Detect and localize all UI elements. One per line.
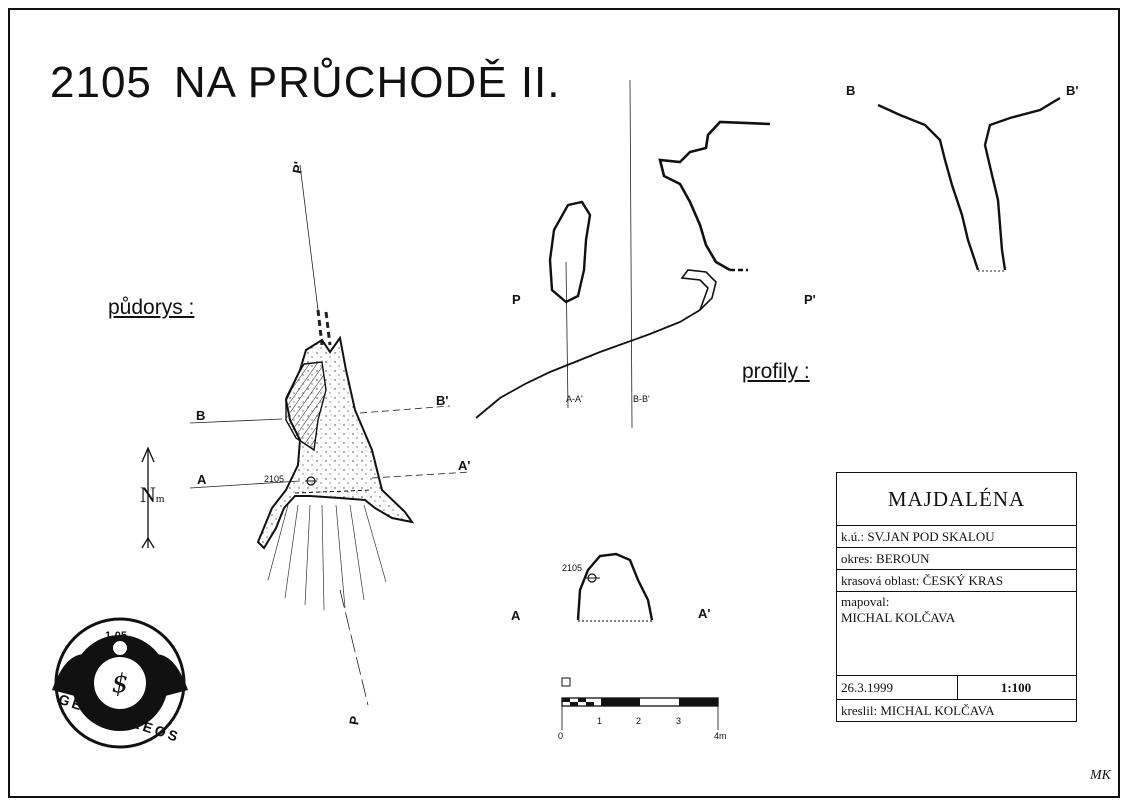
profile-a-prime: A' [698, 606, 711, 621]
profile-b-outline [877, 103, 980, 271]
plan-p-prime: P' [289, 160, 307, 175]
title-block: MAJDALÉNA k.ú.: SV.JAN POD SKALOU okres:… [836, 472, 1077, 722]
title-block-date: 26.3.1999 [841, 680, 893, 695]
plan-b: B [196, 408, 206, 423]
svg-text:$: $ [112, 669, 129, 699]
north-arrow [141, 446, 155, 549]
scale-bar [561, 677, 719, 730]
plan-a: A [197, 472, 207, 487]
title-block-mapped: mapoval: MICHAL KOLČAVA [837, 591, 1076, 675]
mapped-label: mapoval: [841, 594, 890, 609]
title-block-karst: krasová oblast: ČESKÝ KRAS [837, 569, 1076, 591]
scale-tick-0: 0 [558, 731, 564, 741]
profile-b-prime: B' [1066, 83, 1079, 98]
section-line-b [189, 418, 283, 424]
plan-a-prime: A' [458, 458, 471, 473]
section-line-a [189, 480, 301, 489]
profile-floor [475, 309, 701, 419]
logo-top-text: 1-05 [105, 630, 128, 642]
geospeleos-logo: $ [52, 617, 188, 749]
title-block-name: MAJDALÉNA [887, 487, 1026, 511]
title-block-date-row: 26.3.1999 1:100 [837, 675, 1076, 700]
cave-plan-outline [256, 335, 415, 550]
cave-number: 2105 [50, 58, 152, 107]
map-title: 2105 NA PRŮCHODĚ II. [50, 58, 561, 108]
plan-label: půdorys : [108, 296, 195, 319]
profile-a: A [511, 608, 521, 623]
profile-p-prime: P' [804, 292, 816, 307]
profile-ceiling [658, 120, 771, 272]
profile-bb-label: B-B' [633, 394, 650, 404]
profile-station-label: 2105 [562, 563, 583, 573]
scale-tick-3: 3 [676, 716, 682, 726]
cave-name: NA PRŮCHODĚ II. [173, 58, 561, 107]
profile-p: P [512, 292, 521, 307]
scale-tick-4m: 4m [714, 731, 727, 741]
section-line-p [299, 164, 319, 311]
north-label: Nm [140, 482, 165, 507]
profile-a-outline [576, 552, 654, 621]
title-block-okres: okres: BEROUN [837, 547, 1076, 569]
map-frame [8, 8, 1120, 798]
profile-aa-label: A-A' [566, 394, 583, 404]
plan-b-prime: B' [436, 393, 449, 408]
profiles-label: profily : [742, 360, 810, 383]
cave-plan-hatched-block [285, 361, 327, 452]
mapped-by: MICHAL KOLČAVA [841, 610, 956, 625]
title-block-ku: k.ú.: SV.JAN POD SKALOU [837, 525, 1076, 547]
title-block-drawn: kreslil: MICHAL KOLČAVA [837, 699, 1076, 721]
title-block-scale: 1:100 [1000, 680, 1032, 695]
scale-tick-2: 2 [636, 716, 642, 726]
scale-tick-1: 1 [597, 716, 603, 726]
plan-station-label: 2105 [264, 474, 285, 484]
profile-b: B [846, 83, 856, 98]
profile-pillar [548, 200, 592, 304]
author-signature: MK [1090, 768, 1111, 783]
